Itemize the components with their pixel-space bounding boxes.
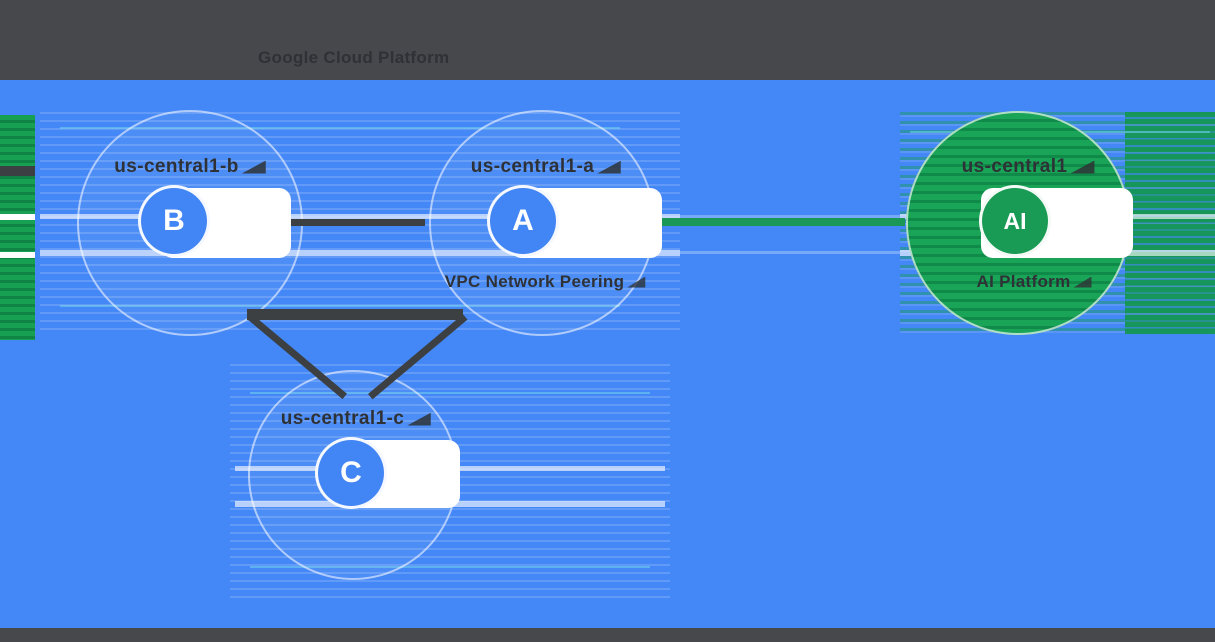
ai-zone-text: us-central1 (961, 156, 1068, 177)
ai-platform-label: AI Platform (977, 272, 1092, 292)
vm-a-circle: A (487, 185, 559, 257)
vm-b-letter: B (163, 204, 185, 237)
artifact-white-band (0, 214, 35, 220)
vm-c-circle: C (315, 437, 387, 509)
vm-b-zone-label: us-central1-b (114, 156, 266, 178)
vm-c-zone-text: us-central1-c (280, 408, 405, 429)
vm-b-zone-text: us-central1-b (114, 156, 239, 177)
vm-a-letter: A (512, 204, 534, 237)
ai-circle: AI (979, 185, 1051, 257)
artifact-dark-band (0, 166, 35, 176)
cyan-smear-row (60, 305, 620, 307)
left-edge-artifact-strip (0, 115, 35, 340)
vm-c-letter: C (340, 456, 362, 489)
cyan-smear-row (250, 566, 650, 568)
vm-c-zone-label: us-central1-c (281, 408, 431, 430)
vm-a-zone-label: us-central1-a (471, 156, 621, 178)
white-smear-row (680, 251, 900, 254)
vpc-peering-line (662, 218, 905, 226)
ai-platform-label-text: AI Platform (976, 272, 1071, 291)
ai-letter: AI (1003, 207, 1027, 234)
vm-b-circle: B (138, 185, 210, 257)
artifact-white-band (0, 252, 35, 258)
white-smear-row (40, 250, 680, 256)
vpc-peering-label: VPC Network Peering (445, 272, 646, 292)
diagram-title: Google Cloud Platform (258, 48, 450, 67)
white-smear-row (40, 214, 680, 219)
connection-junction-band (247, 309, 463, 320)
cyan-smear-row (60, 127, 620, 129)
white-smear-row (680, 215, 900, 218)
vm-a-zone-text: us-central1-a (470, 156, 595, 177)
cyan-smear-row (250, 392, 650, 394)
ai-zone-label: us-central1 (962, 156, 1095, 178)
vpc-peering-label-text: VPC Network Peering (444, 272, 625, 291)
connection-b-a (285, 219, 425, 226)
